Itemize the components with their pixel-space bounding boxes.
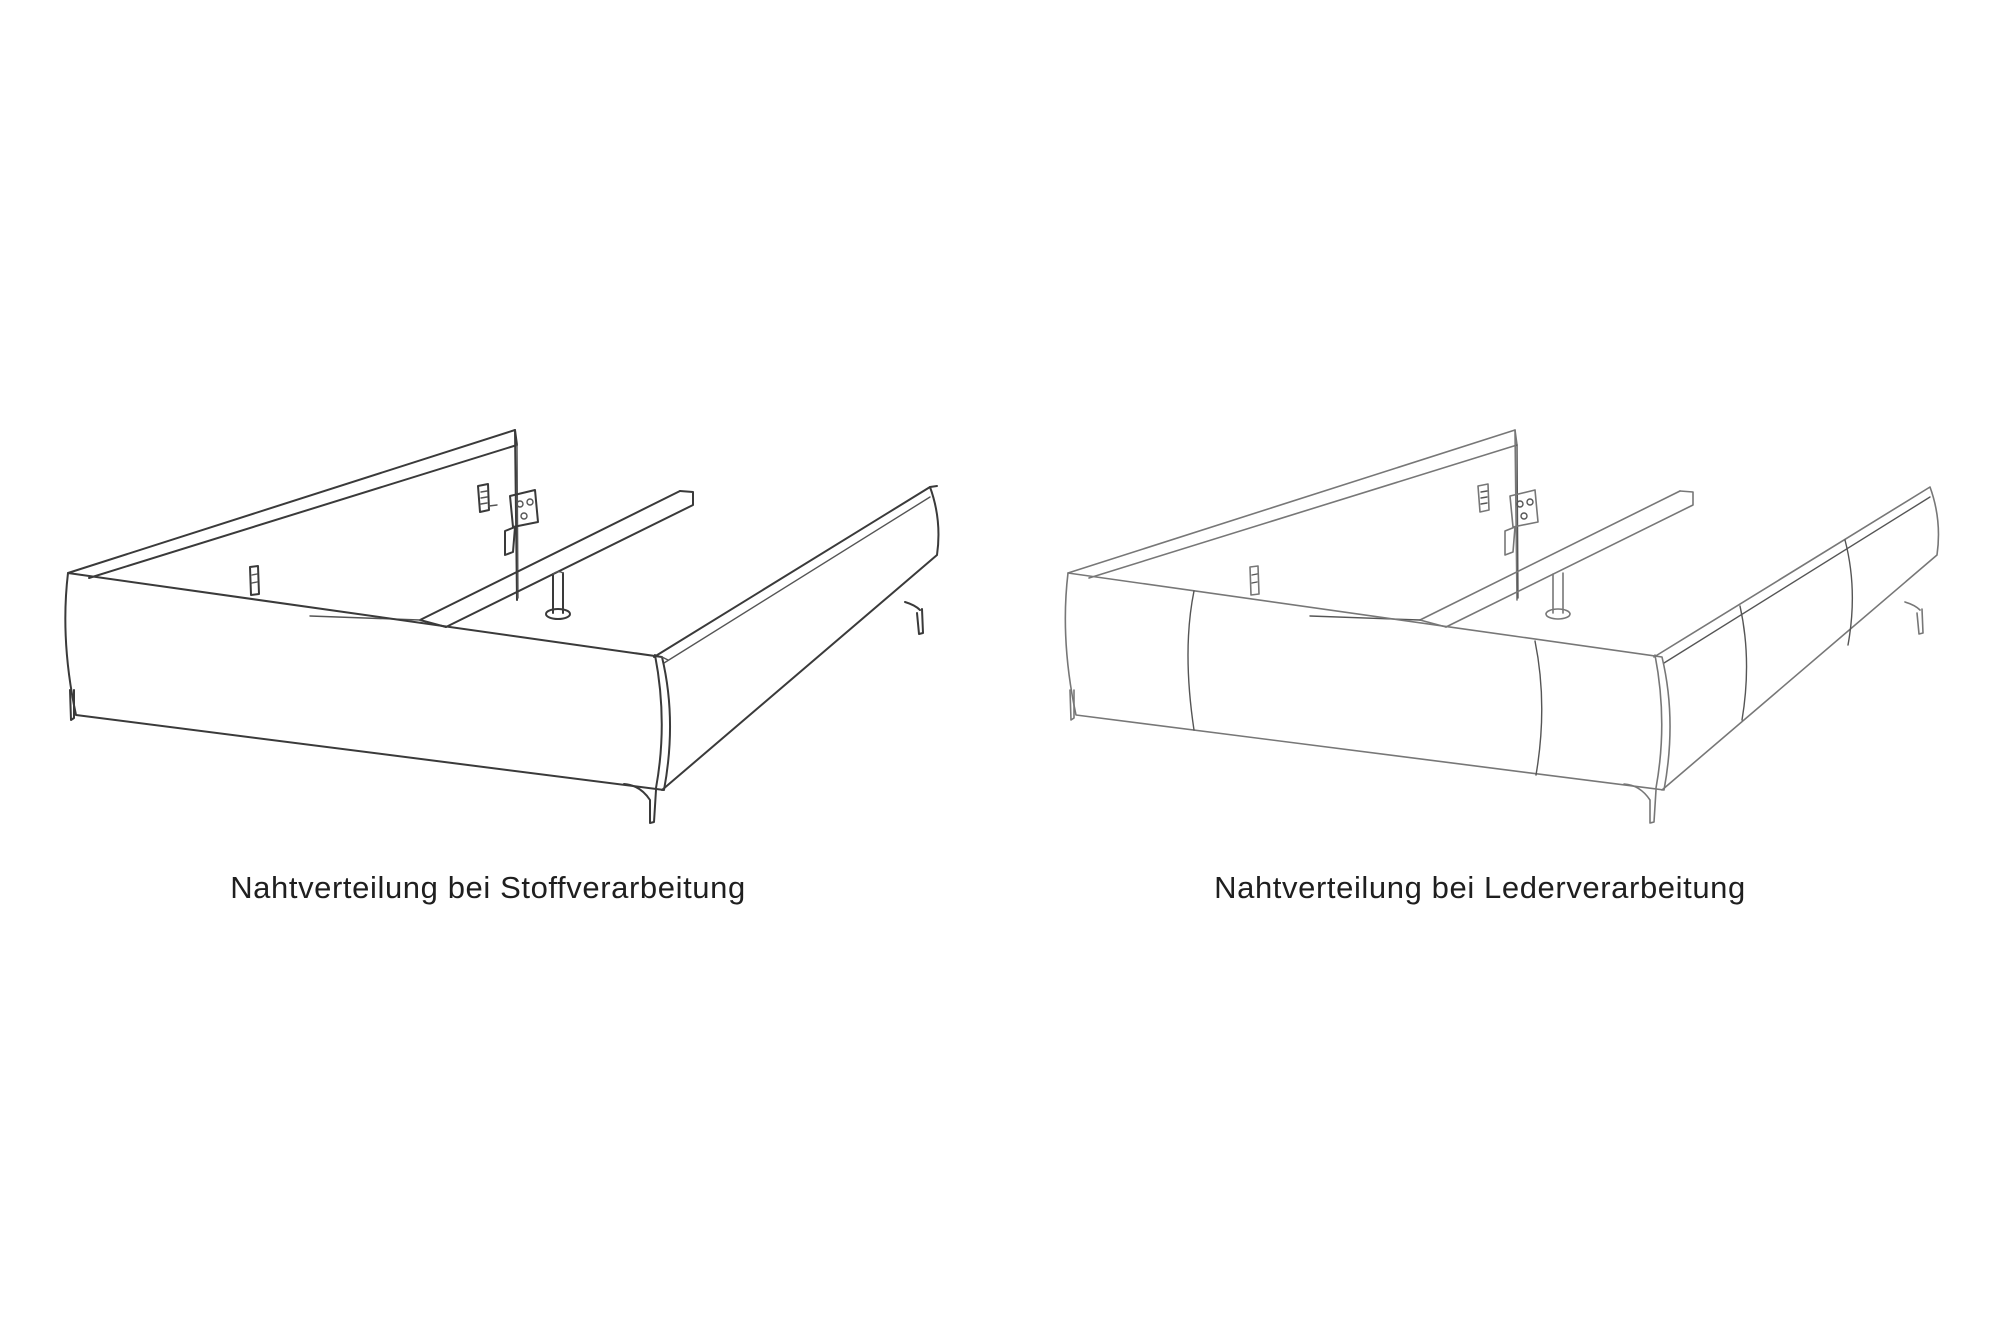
bed-frame-fabric-seams-icon: [64, 429, 940, 824]
figure-fabric: Nahtverteilung bei Stoffverarbeitung: [64, 429, 940, 905]
caption-fabric: Nahtverteilung bei Stoffverarbeitung: [230, 870, 746, 905]
bed-frame-leather-seams-icon: [1064, 429, 1940, 824]
figure-leather: Nahtverteilung bei Lederverarbeitung: [1000, 0, 2000, 1333]
caption-leather: Nahtverteilung bei Lederverarbeitung: [1214, 870, 1746, 905]
